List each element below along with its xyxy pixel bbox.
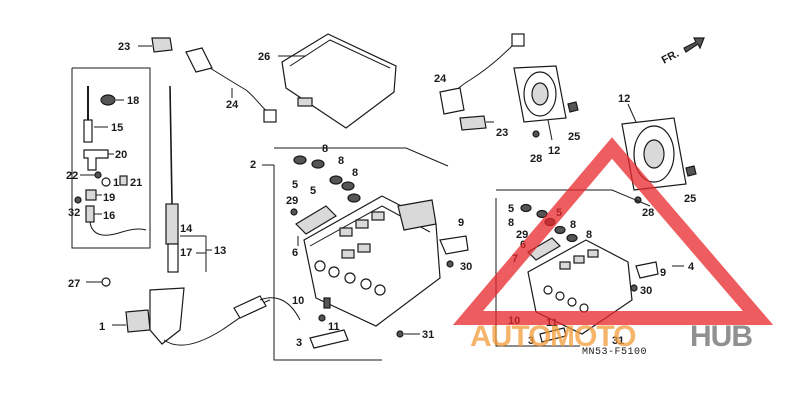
antenna-clip-part[interactable]: [119, 175, 128, 186]
callout-12-right: 12: [618, 93, 630, 105]
antenna-base-bolt[interactable]: [101, 277, 111, 287]
audio-main-unit[interactable]: [303, 195, 441, 327]
callout-23-left: 23: [118, 41, 130, 53]
unit-bracket-right[interactable]: [439, 235, 469, 268]
callout-16: 16: [103, 210, 115, 222]
watermark-text-moto: MOTO: [550, 320, 636, 353]
callout-25-top: 25: [568, 131, 580, 143]
callout-8-right-a: 8: [508, 217, 514, 229]
front-label: FR.: [660, 48, 681, 67]
speaker-cable-right[interactable]: [439, 33, 525, 115]
callout-30-center: 30: [460, 261, 472, 273]
watermark-text-hub: HUB: [690, 320, 752, 353]
speaker-nut-25-right[interactable]: [685, 165, 697, 177]
callout-22: 22: [66, 170, 78, 182]
antenna-cap-part[interactable]: [100, 94, 116, 106]
watermark-text-auto: AUTO: [470, 320, 551, 353]
speaker-left-unit[interactable]: [513, 65, 567, 123]
callout-29-center: 29: [286, 195, 298, 207]
callout-6: 6: [292, 247, 298, 259]
callout-26: 26: [258, 51, 270, 63]
callout-5-a: 5: [292, 179, 298, 191]
callout-13: 13: [214, 245, 226, 257]
callout-29-right: 29: [516, 229, 528, 241]
speaker-nut-25[interactable]: [567, 101, 579, 113]
callout-1-left: 1: [113, 177, 119, 189]
right-bracket[interactable]: [630, 261, 659, 292]
right-plate[interactable]: [527, 237, 561, 261]
knob-set-center[interactable]: [293, 155, 361, 203]
connector-cap-left[interactable]: [151, 37, 173, 53]
antenna-lead-part[interactable]: [85, 205, 147, 236]
callout-30-right: 30: [640, 285, 652, 297]
callout-28-right: 28: [642, 207, 654, 219]
unit-strip-3[interactable]: [309, 329, 349, 349]
antenna-washer-part[interactable]: [101, 177, 111, 187]
antenna-screw-part[interactable]: [74, 196, 82, 204]
warning-triangle-icon: [452, 137, 774, 325]
unit-fastener-11[interactable]: [318, 314, 326, 322]
callout-27: 27: [68, 278, 80, 290]
callout-11-center: 11: [328, 321, 340, 333]
callout-1-base: 1: [99, 321, 105, 333]
speaker-screw-28[interactable]: [532, 130, 540, 138]
antenna-nut-part[interactable]: [94, 171, 102, 179]
unit-screw-31[interactable]: [396, 330, 404, 338]
callout-14: 14: [180, 223, 193, 235]
callout-23-right: 23: [496, 127, 508, 139]
callout-31-center: 31: [422, 329, 434, 341]
callout-24-right: 24: [434, 73, 447, 85]
antenna-spacer-part[interactable]: [85, 189, 97, 201]
callout-8-b: 8: [338, 155, 344, 167]
callout-5-b: 5: [310, 185, 316, 197]
callout-19: 19: [103, 192, 115, 204]
callout-25-right: 25: [684, 193, 696, 205]
callout-9-right: 9: [660, 267, 666, 279]
callout-8-right-c: 8: [586, 229, 592, 241]
callout-8-right-b: 8: [570, 219, 576, 231]
diagram-code: MN53-F5100: [582, 347, 647, 358]
antenna-base-mount[interactable]: [125, 309, 151, 333]
callout-2: 2: [250, 159, 256, 171]
antenna-parts-box: 18 15 20 22 1 21 19: [66, 67, 151, 249]
callout-3-center: 3: [296, 337, 302, 349]
connector-cap-right[interactable]: [459, 115, 487, 131]
callout-10-center: 10: [292, 295, 304, 307]
speaker-cable-left[interactable]: [185, 47, 277, 123]
callout-15: 15: [111, 122, 123, 134]
antenna-rod[interactable]: [149, 85, 301, 346]
antenna-mast-part[interactable]: [83, 86, 93, 143]
callout-24-left: 24: [226, 99, 239, 111]
callout-4: 4: [688, 261, 695, 273]
unit-fastener-10[interactable]: [323, 297, 331, 309]
callout-20: 20: [115, 149, 127, 161]
audio-lid-cover[interactable]: [281, 33, 397, 129]
unit-plate[interactable]: [295, 205, 337, 235]
unit-screw[interactable]: [290, 208, 298, 216]
automotohub-watermark: AUTO MOTO HUB: [452, 137, 774, 353]
callout-8-a: 8: [322, 143, 328, 155]
callout-28-top: 28: [530, 153, 542, 165]
front-direction-indicator: FR.: [660, 37, 705, 67]
callout-8-c: 8: [352, 167, 358, 179]
callout-18: 18: [127, 95, 139, 107]
callout-12-top: 12: [548, 145, 560, 157]
callout-5-right-a: 5: [508, 203, 514, 215]
callout-17: 17: [180, 247, 192, 259]
antenna-bracket-part[interactable]: [83, 149, 109, 171]
callout-9-center: 9: [458, 217, 464, 229]
main-unit-box: 2 5 5 8 8 8 29 6: [250, 143, 472, 361]
callout-31-right: 31: [612, 335, 624, 347]
right-strip[interactable]: [539, 327, 567, 343]
callout-3-right: 3: [528, 335, 534, 347]
callout-21: 21: [130, 177, 142, 189]
callout-32: 32: [68, 207, 80, 219]
